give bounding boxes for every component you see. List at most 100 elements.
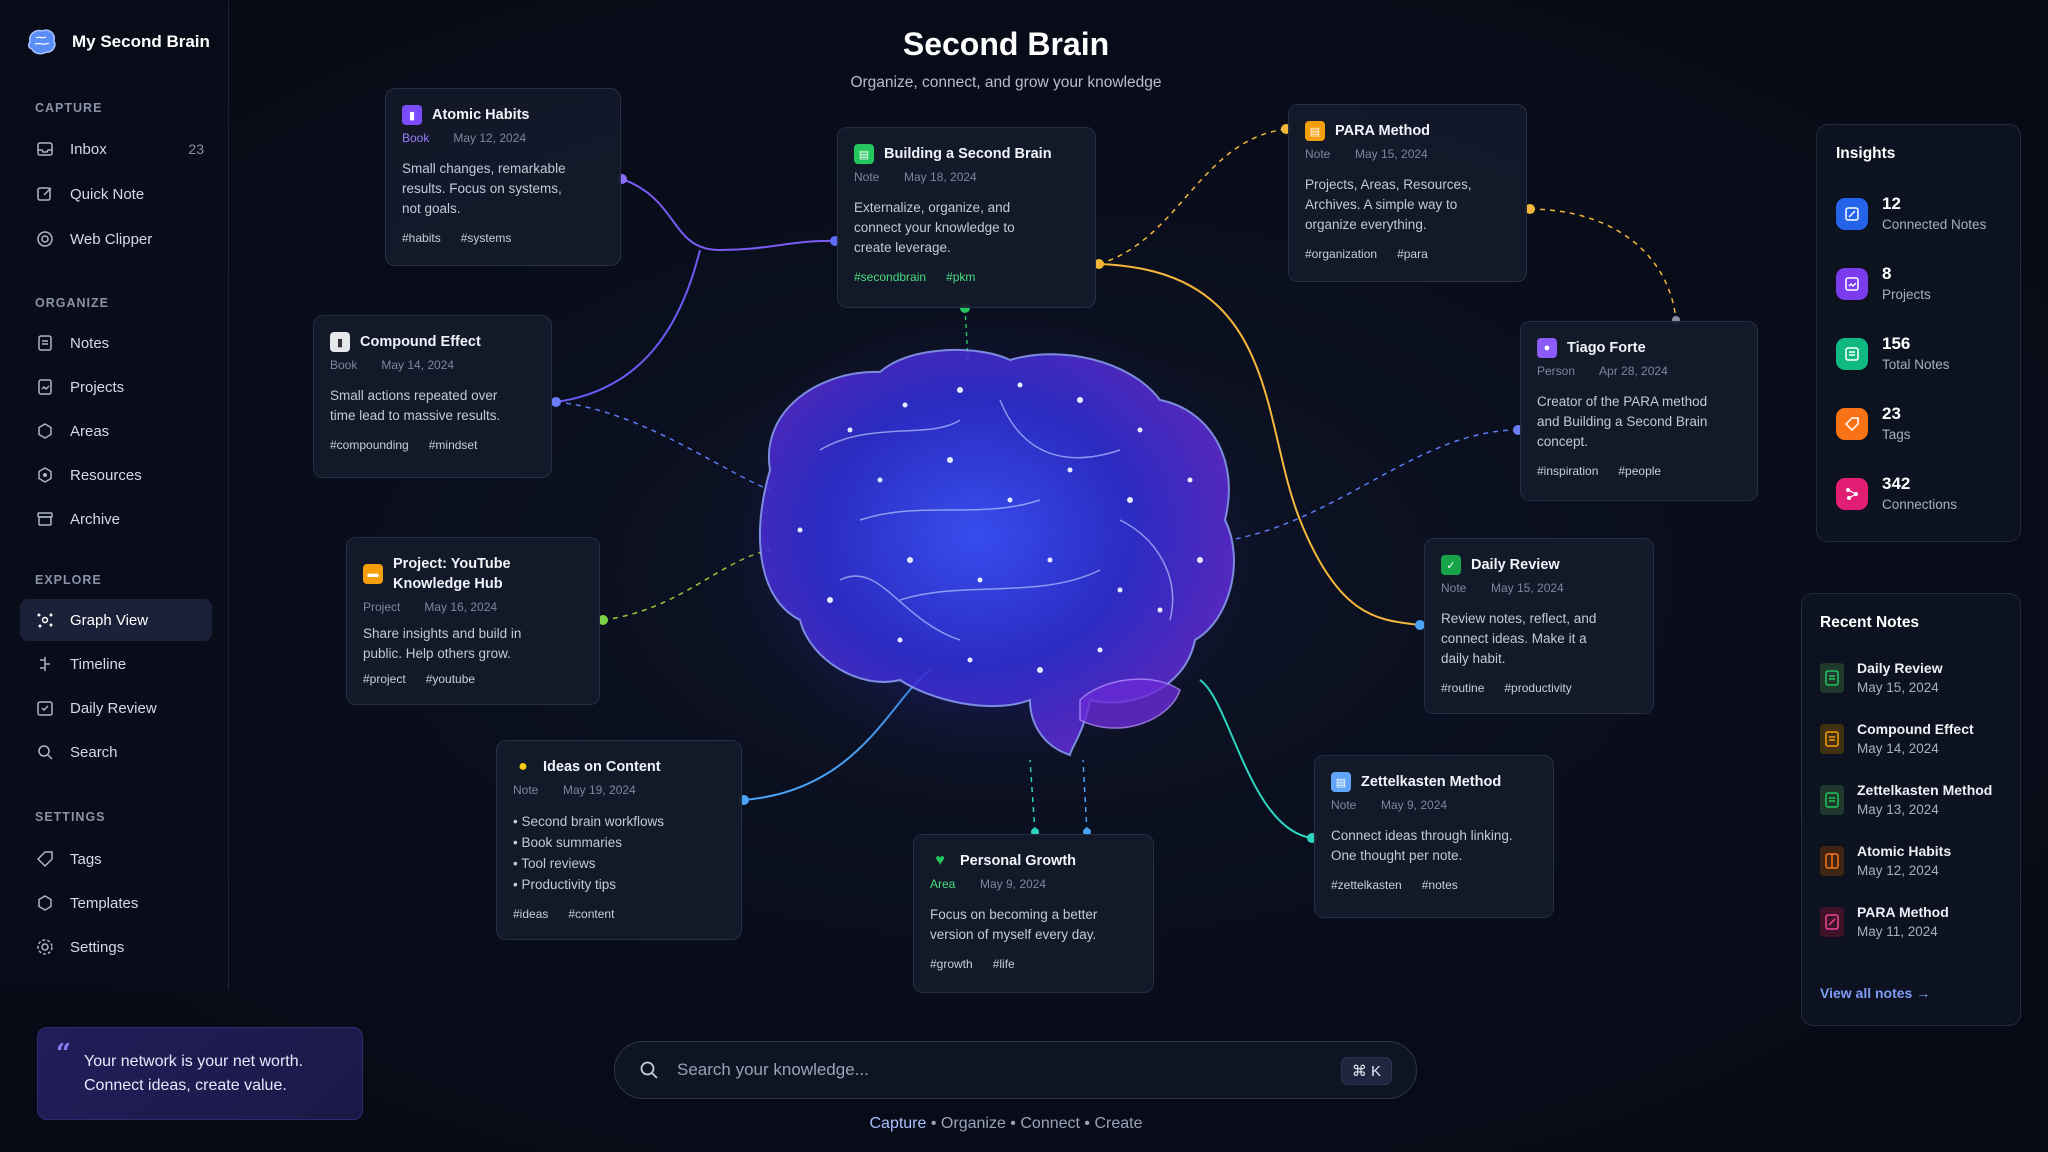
nav-archive[interactable]: Archive	[20, 498, 212, 540]
bullet-item: Tool reviews	[513, 853, 725, 874]
note-text: create leverage.	[854, 240, 951, 255]
nav-label: Graph View	[70, 611, 149, 629]
tag[interactable]: #systems	[460, 231, 512, 245]
insight-label: Total Notes	[1882, 357, 1950, 372]
nav-templates[interactable]: Templates	[20, 882, 212, 924]
tag[interactable]: #project	[363, 672, 406, 686]
note-icon	[1820, 663, 1844, 693]
tag[interactable]: #productivity	[1504, 681, 1572, 695]
insight-label: Connected Notes	[1882, 217, 1987, 232]
note-title: PARA Method	[1335, 123, 1431, 139]
tag[interactable]: #habits	[402, 231, 441, 245]
tag[interactable]: #life	[992, 957, 1015, 971]
projects-icon	[38, 379, 52, 395]
tag[interactable]: #compounding	[330, 438, 409, 452]
notes-icon	[1836, 338, 1868, 370]
checkbox-icon: ✓	[1441, 555, 1461, 575]
connections-icon	[1836, 478, 1868, 510]
tag[interactable]: #inspiration	[1537, 464, 1599, 478]
tag[interactable]: #para	[1397, 247, 1428, 261]
nav-search[interactable]: Search	[20, 731, 212, 773]
nav-label: Search	[70, 743, 118, 761]
nav-quick-note[interactable]: Quick Note	[20, 173, 212, 215]
note-title-line: Knowledge Hub	[393, 576, 503, 592]
section-explore: EXPLORE	[35, 573, 102, 587]
note-type: Note	[1305, 147, 1331, 161]
tag[interactable]: #growth	[930, 957, 973, 971]
nav-inbox[interactable]: Inbox 23	[20, 128, 212, 170]
timeline-icon	[40, 657, 50, 671]
insight-label: Projects	[1882, 287, 1931, 302]
note-date: May 16, 2024	[424, 600, 498, 614]
tag[interactable]: #pkm	[946, 270, 976, 284]
note-text: Connect ideas through linking.	[1331, 828, 1513, 843]
note-date: May 18, 2024	[904, 170, 977, 184]
tag[interactable]: #ideas	[513, 907, 549, 921]
link-icon	[1836, 198, 1868, 230]
nav-daily-review[interactable]: Daily Review	[20, 687, 212, 729]
note-icon: ▤	[854, 144, 874, 164]
tag[interactable]: #organization	[1305, 247, 1378, 261]
nav-tags[interactable]: Tags	[20, 838, 212, 880]
recent-note-date: May 14, 2024	[1857, 741, 1939, 756]
note-date: May 9, 2024	[980, 877, 1047, 891]
search-input[interactable]	[677, 1060, 1317, 1080]
tag[interactable]: #youtube	[425, 672, 476, 686]
tag[interactable]: #mindset	[428, 438, 478, 452]
nav-areas[interactable]: Areas	[20, 410, 212, 452]
nav-label: Settings	[70, 938, 125, 956]
note-text: version of myself every day.	[930, 927, 1097, 942]
tag[interactable]: #notes	[1421, 878, 1458, 892]
tagline: Capture • Organize • Connect • Create	[0, 1115, 2012, 1133]
brain-illustration	[700, 310, 1280, 790]
note-text: Archives. A simple way to	[1305, 197, 1458, 212]
section-settings: SETTINGS	[35, 810, 106, 824]
note-text: Small changes, remarkable	[402, 161, 566, 176]
note-text: Review notes, reflect, and	[1441, 611, 1597, 626]
note-text: results. Focus on systems,	[402, 181, 562, 196]
insight-value: 156	[1882, 334, 1911, 353]
tag[interactable]: #content	[568, 907, 615, 921]
page-subtitle: Organize, connect, and grow your knowled…	[850, 74, 1162, 91]
note-text: not goals.	[402, 201, 461, 216]
nav-resources[interactable]: Resources	[20, 454, 212, 496]
tag[interactable]: #routine	[1441, 681, 1485, 695]
nav-graph-view[interactable]: Graph View	[20, 599, 212, 641]
view-all-notes-link[interactable]: View all notes →	[1820, 985, 1931, 1001]
edge-para-tiago	[1529, 208, 1677, 321]
insight-value: 342	[1882, 474, 1911, 493]
nav-projects[interactable]: Projects	[20, 366, 212, 408]
insight-label: Tags	[1882, 427, 1911, 442]
nav-timeline[interactable]: Timeline	[20, 643, 212, 685]
nav-web-clipper[interactable]: Web Clipper	[20, 218, 212, 260]
nav-settings[interactable]: Settings	[20, 926, 212, 968]
nav-notes[interactable]: Notes	[20, 322, 212, 364]
tag[interactable]: #people	[1618, 464, 1662, 478]
tag[interactable]: #zettelkasten	[1331, 878, 1402, 892]
note-icon: ▤	[1305, 121, 1325, 141]
search-bar[interactable]: ⌘ K	[614, 1041, 1417, 1099]
tag[interactable]: #secondbrain	[854, 270, 927, 284]
